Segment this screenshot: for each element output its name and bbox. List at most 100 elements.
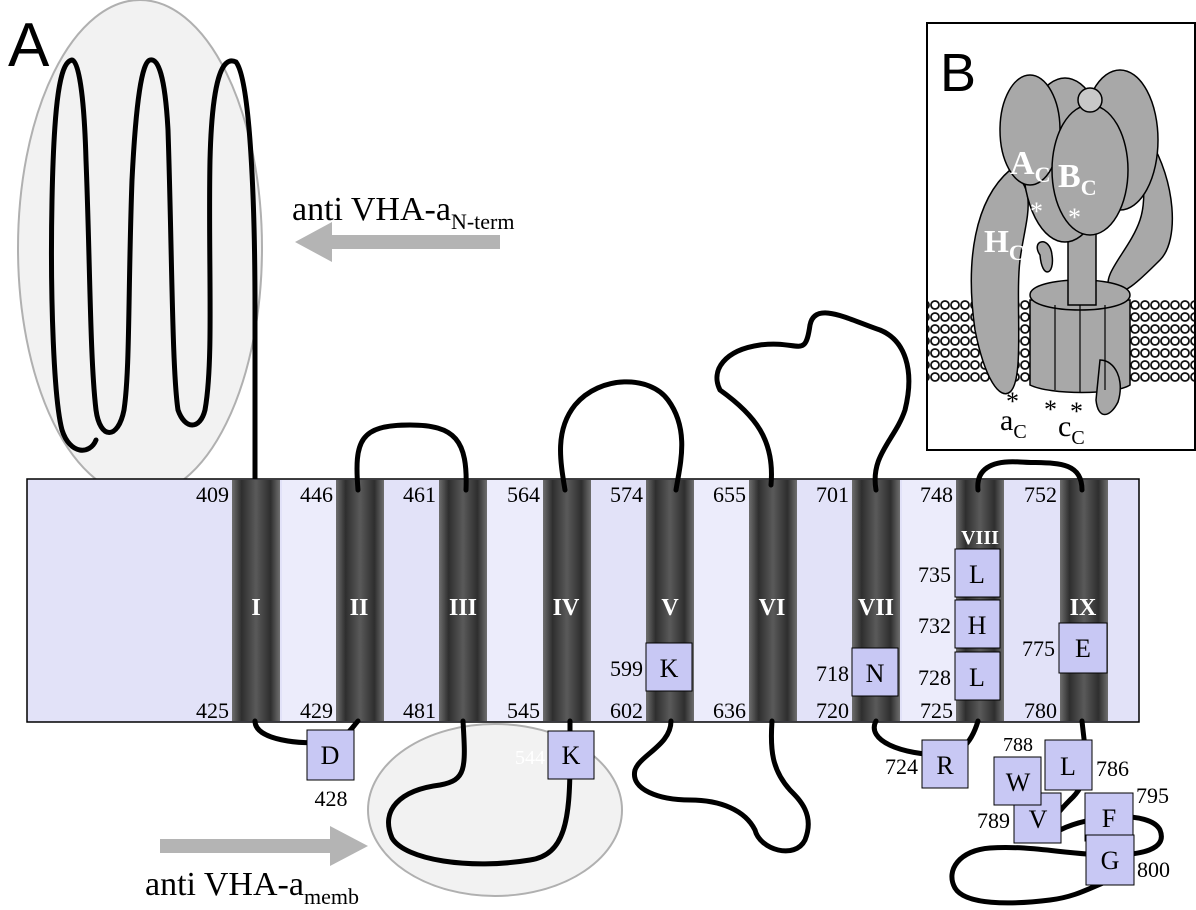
top-num-vi: 655	[713, 482, 746, 507]
anti-nterm-label: anti VHA-aN-term	[292, 191, 514, 234]
helix-label-iii: III	[449, 595, 477, 621]
helix-roman-labels: I II III IV V VI VII VIII IX	[251, 527, 1097, 621]
residue-box	[954, 651, 1001, 701]
complex-label-b: BC	[1058, 158, 1097, 200]
residue-box	[1044, 739, 1093, 791]
top-num-iv: 564	[507, 482, 540, 507]
residue-number: 724	[885, 754, 918, 779]
helix-i	[232, 480, 280, 721]
top-num-ii: 446	[300, 482, 333, 507]
residue-box	[954, 548, 1001, 598]
residue-box	[547, 730, 595, 780]
complex-label-a-sub: aC	[1000, 404, 1027, 443]
panel-b-label: B	[940, 43, 976, 103]
residue-letter: R	[936, 751, 954, 780]
bottom-num-i: 425	[196, 698, 229, 723]
helix-label-vii: VII	[858, 595, 894, 621]
membrane-inner-bands	[282, 480, 956, 721]
residue-number: 788	[1003, 734, 1033, 756]
residue-box	[1085, 834, 1135, 886]
bottom-num-viii: 725	[920, 698, 953, 723]
bottom-num-vii: 720	[816, 698, 849, 723]
panel-b: B AC BC	[926, 22, 1196, 451]
residue-box	[1058, 622, 1108, 674]
residue-letter: D	[321, 741, 340, 770]
bottom-num-iv: 545	[507, 698, 540, 723]
helix-label-v: V	[661, 595, 679, 621]
residue-letter: L	[969, 663, 985, 692]
bottom-num-ix: 780	[1024, 698, 1057, 723]
residue-letter: N	[866, 659, 885, 688]
complex-star: *	[1006, 387, 1019, 416]
residue-number: 775	[1022, 636, 1055, 661]
complex-star: *	[1030, 197, 1043, 226]
residue-letter: E	[1075, 634, 1091, 663]
residue-letter: K	[660, 654, 679, 683]
residue-box	[645, 642, 693, 692]
helix-label-viii: VIII	[961, 527, 999, 549]
helix-label-iv: IV	[553, 595, 580, 621]
residue-box	[306, 729, 355, 781]
residue-letter: W	[1006, 768, 1031, 797]
residue-number: 732	[918, 613, 951, 638]
residue-letter: V	[1029, 805, 1048, 834]
residue-number: 599	[610, 656, 643, 681]
residue-number: 428	[315, 786, 348, 811]
n-terminal-domain-ellipse	[17, 0, 263, 497]
residue-number: 718	[816, 661, 849, 686]
residue-number: 795	[1136, 783, 1169, 808]
complex-star: *	[1070, 397, 1083, 426]
complex-star: *	[1068, 203, 1081, 232]
residue-box	[851, 647, 899, 697]
residue-box	[954, 599, 1001, 649]
residue-letter: L	[1060, 752, 1076, 781]
residue-letter: K	[562, 741, 581, 770]
bottom-num-ii: 429	[300, 698, 333, 723]
complex-label-c: cC	[1058, 410, 1085, 449]
bottom-num-iii: 481	[403, 698, 436, 723]
helix-ix	[1060, 480, 1108, 721]
residue-box	[921, 739, 969, 789]
residue-number: 544	[515, 747, 545, 769]
residue-number: 786	[1096, 756, 1129, 781]
residue-box	[993, 756, 1042, 806]
extracellular-loops	[354, 310, 1085, 493]
residue-number: 800	[1137, 857, 1170, 882]
n-terminal-chain	[48, 57, 258, 481]
residue-box	[1084, 792, 1134, 842]
residue-boxes: D 428 K 544 K 599 N 718 L 735 H 732 L 72…	[306, 548, 1170, 886]
helix-ii	[336, 480, 384, 721]
complex-star: *	[1025, 221, 1038, 250]
residue-number: 789	[977, 808, 1010, 833]
helix-iv	[543, 480, 591, 721]
top-num-i: 409	[196, 482, 229, 507]
bottom-num-vi: 636	[713, 698, 746, 723]
membrane-ring-lines	[1054, 305, 1106, 392]
residue-letter: H	[968, 611, 987, 640]
residue-letter: G	[1101, 846, 1120, 875]
helix-vi	[749, 480, 797, 721]
helix-group	[232, 480, 1108, 721]
helix-label-ii: II	[350, 595, 369, 621]
top-num-v: 574	[610, 482, 643, 507]
panel-a-label: A	[8, 11, 50, 80]
complex-star: *	[1044, 395, 1057, 424]
top-num-viii: 748	[920, 482, 953, 507]
residue-letter: L	[969, 560, 985, 589]
residue-number: 728	[918, 665, 951, 690]
residue-letter: F	[1102, 804, 1116, 833]
anti-nterm-arrow	[295, 222, 500, 262]
residue-number: 735	[918, 562, 951, 587]
helix-label-i: I	[251, 595, 260, 621]
helix-label-vi: VI	[759, 595, 786, 621]
bottom-num-v: 602	[610, 698, 643, 723]
top-residue-numbers: 409 446 461 564 574 655 701 748 752	[196, 482, 1057, 507]
helix-label-ix: IX	[1070, 595, 1097, 621]
anti-memb-arrow	[160, 826, 368, 866]
complex-label-a: AC	[1010, 145, 1050, 187]
bottom-residue-numbers: 425 429 481 545 602 636 720 725 780	[196, 698, 1057, 723]
helix-iii	[439, 480, 487, 721]
top-num-ix: 752	[1024, 482, 1057, 507]
anti-memb-label: anti VHA-amemb	[145, 866, 359, 909]
